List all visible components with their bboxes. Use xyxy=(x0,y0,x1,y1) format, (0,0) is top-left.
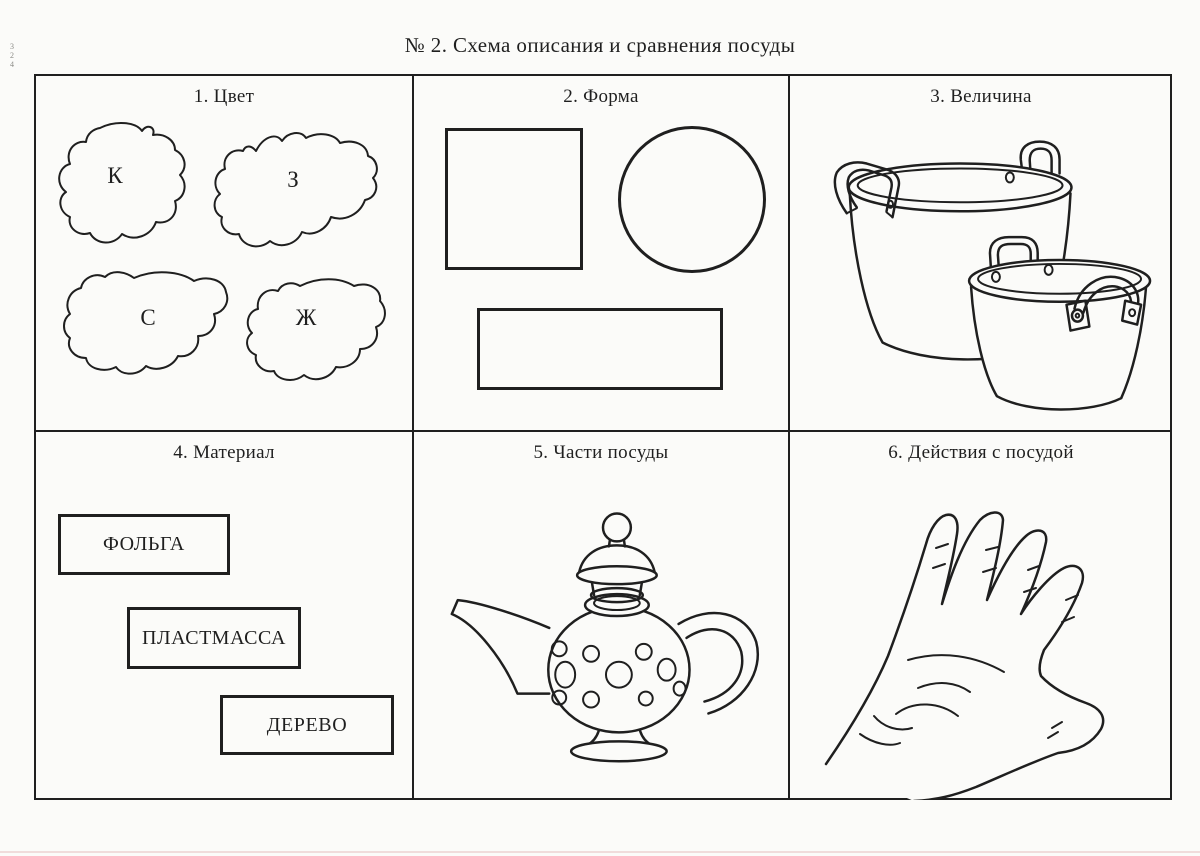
material-label-plastic: ПЛАСТМАССА xyxy=(127,607,301,669)
cell-size-header: 3. Величина xyxy=(930,86,1032,107)
paint-blob-k xyxy=(58,122,186,244)
schema-table: 1. Цвет К З С Ж 2. Форма xyxy=(34,74,1172,800)
open-hand xyxy=(824,511,1105,800)
cell-color-header: 1. Цвет xyxy=(193,86,255,107)
cell-shape-header: 2. Форма xyxy=(563,86,639,107)
square-shape xyxy=(445,128,583,270)
cell-shape: 2. Форма xyxy=(414,76,790,432)
material-label-wood: ДЕРЕВО xyxy=(220,695,394,755)
small-pot xyxy=(967,235,1152,411)
paint-blob-z xyxy=(213,132,378,248)
finger-creases xyxy=(932,543,1079,739)
cell-actions: 6. Действия с посудой xyxy=(790,432,1172,800)
paint-blob-zh xyxy=(246,278,386,381)
cell-material: 4. Материал ФОЛЬГА ПЛАСТМАССА ДЕРЕВО xyxy=(36,432,414,800)
color-letter-z: З xyxy=(287,167,299,192)
palm-creases xyxy=(859,654,1005,746)
color-letter-zh: Ж xyxy=(295,305,317,330)
two-pots-illustration xyxy=(833,140,1152,411)
paint-blobs-illustration xyxy=(58,122,386,381)
teapot xyxy=(450,512,759,763)
color-letter-k: К xyxy=(107,163,123,188)
color-letter-s: С xyxy=(140,305,156,330)
open-hand-illustration xyxy=(824,511,1105,800)
cell-color: 1. Цвет К З С Ж xyxy=(36,76,414,432)
cell-parts: 5. Части посуды xyxy=(414,432,790,800)
cell-parts-header: 5. Части посуды xyxy=(533,442,669,463)
cell-actions-header: 6. Действия с посудой xyxy=(888,442,1074,463)
scan-artifact-line xyxy=(0,851,1200,853)
cell-size: 3. Величина xyxy=(790,76,1172,432)
page-title: № 2. Схема описания и сравнения посуды xyxy=(404,33,796,57)
rectangle-shape xyxy=(477,308,723,390)
material-label-foil: ФОЛЬГА xyxy=(58,514,230,575)
margin-marks: 3 2 4 xyxy=(10,42,14,69)
circle-shape xyxy=(618,126,766,273)
teapot-illustration xyxy=(450,512,759,763)
teapot-dots xyxy=(550,640,687,709)
cell-material-header: 4. Материал xyxy=(173,442,275,463)
paint-blob-s xyxy=(63,271,229,375)
